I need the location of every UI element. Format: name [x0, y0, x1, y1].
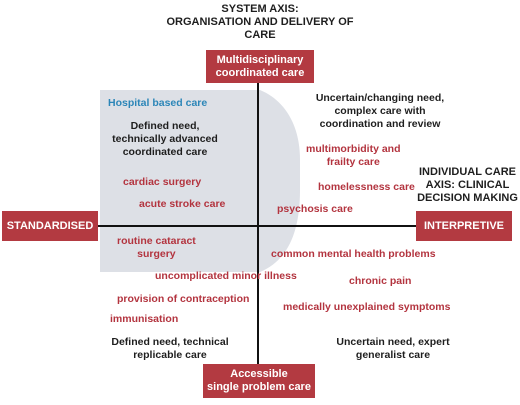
- quadrant-text-line: complex care with: [334, 105, 426, 117]
- hospital-based-care-label: Hospital based care: [108, 97, 208, 109]
- quadrant-text-line: coordination and review: [319, 118, 441, 130]
- bottom-pole-label: single problem care: [207, 381, 311, 393]
- quadrant-text-line: technically advanced: [112, 133, 218, 145]
- condition-psychosis-care: psychosis care: [277, 203, 353, 215]
- system-axis-title-line: ORGANISATION AND DELIVERY OF: [166, 16, 354, 28]
- condition-multimorbidity-frailty: multimorbidity and frailty care: [306, 143, 401, 169]
- condition-line: frailty care: [326, 156, 380, 168]
- bottom-right-quadrant-text: Uncertain need, expert generalist care: [308, 336, 478, 362]
- condition-line: routine cataract: [117, 235, 196, 247]
- vertical-axis: [257, 82, 259, 366]
- system-axis-title-line: SYSTEM AXIS:: [221, 3, 299, 15]
- top-left-quadrant-text: Defined need, technically advanced coord…: [95, 120, 235, 159]
- bottom-pole-box: Accessible single problem care: [203, 364, 315, 398]
- top-pole-label: coordinated care: [215, 66, 305, 79]
- system-axis-title-line: CARE: [244, 29, 276, 41]
- quadrant-text-line: Uncertain/changing need,: [315, 92, 445, 104]
- quadrant-text-line: replicable care: [133, 349, 207, 361]
- condition-uncomplicated-minor-illness: uncomplicated minor illness: [155, 270, 297, 282]
- condition-provision-of-contraception: provision of contraception: [117, 293, 250, 305]
- standardised-label: STANDARDISED: [6, 219, 94, 232]
- individual-axis-title-line: INDIVIDUAL CARE: [419, 166, 516, 178]
- system-axis-title: SYSTEM AXIS: ORGANISATION AND DELIVERY O…: [160, 3, 360, 42]
- quadrant-text-line: generalist care: [355, 349, 431, 361]
- condition-immunisation: immunisation: [110, 313, 179, 325]
- condition-line: multimorbidity and: [306, 143, 401, 155]
- condition-line: surgery: [137, 248, 176, 260]
- individual-care-axis-title: INDIVIDUAL CARE AXIS: CLINICAL DECISION …: [415, 166, 520, 205]
- condition-chronic-pain: chronic pain: [349, 275, 412, 287]
- standardised-box: STANDARDISED: [2, 211, 98, 241]
- quadrant-text-line: Defined need,: [130, 120, 200, 132]
- top-right-quadrant-text: Uncertain/changing need, complex care wi…: [300, 92, 460, 131]
- quadrant-text-line: coordinated care: [122, 146, 208, 158]
- bottom-left-quadrant-text: Defined need, technical replicable care: [90, 336, 250, 362]
- quadrant-text-line: Uncertain need, expert: [336, 336, 450, 348]
- top-pole-box: Multidisciplinary coordinated care: [206, 50, 314, 83]
- horizontal-axis: [98, 225, 416, 227]
- individual-axis-title-line: AXIS: CLINICAL: [425, 179, 510, 191]
- individual-axis-title-line: DECISION MAKING: [417, 192, 518, 204]
- condition-acute-stroke-care: acute stroke care: [139, 198, 226, 210]
- condition-routine-cataract-surgery: routine cataract surgery: [117, 235, 196, 261]
- condition-common-mental-health: common mental health problems: [271, 248, 436, 260]
- bottom-pole-label: Accessible: [230, 368, 288, 380]
- interpretive-box: INTERPRETIVE: [416, 211, 512, 241]
- condition-homelessness-care: homelessness care: [318, 181, 415, 193]
- interpretive-label: INTERPRETIVE: [423, 219, 505, 232]
- condition-cardiac-surgery: cardiac surgery: [123, 176, 202, 188]
- quadrant-text-line: Defined need, technical: [111, 336, 229, 348]
- top-pole-label: Multidisciplinary: [216, 53, 304, 66]
- condition-medically-unexplained: medically unexplained symptoms: [283, 301, 451, 313]
